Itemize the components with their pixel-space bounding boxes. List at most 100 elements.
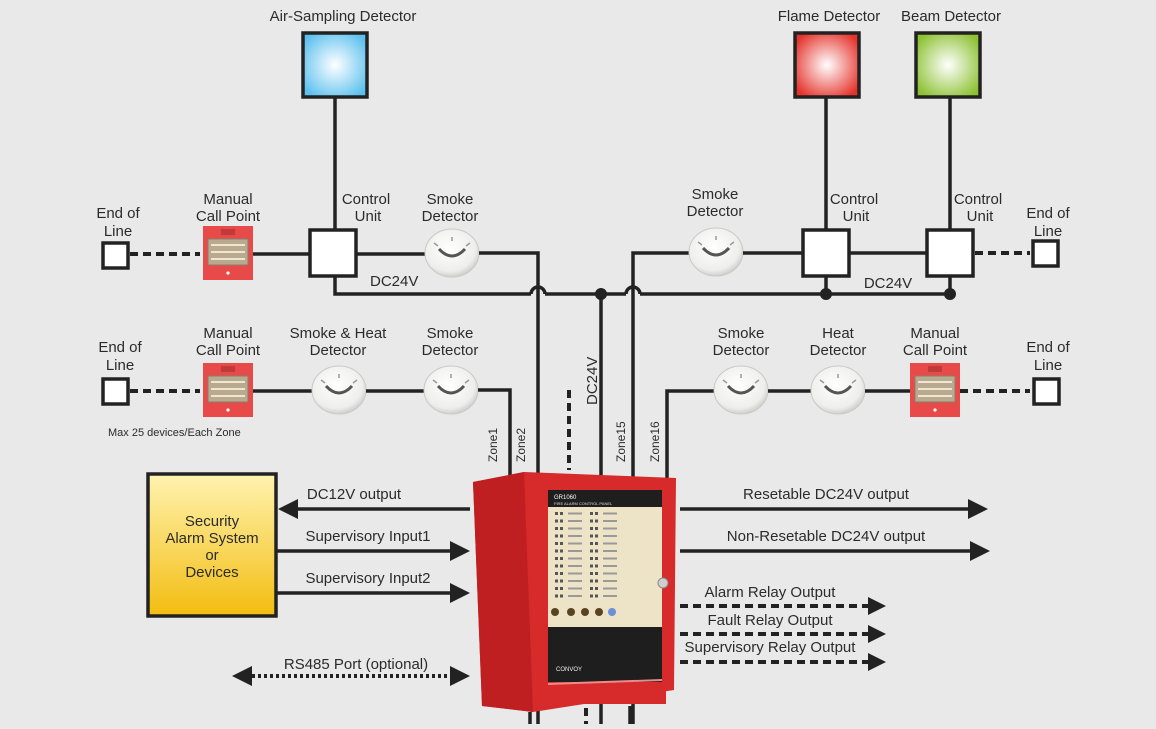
panel-led-caption (568, 535, 582, 537)
control-unit (801, 228, 851, 278)
zone-label: Zone15 (614, 421, 628, 462)
panel-led-caption (568, 587, 582, 590)
panel-led-caption (568, 542, 582, 545)
panel-led (595, 542, 598, 545)
arrowhead-icon (450, 541, 470, 561)
supervisory-relay-output-label: Supervisory Relay Output (685, 639, 857, 656)
manual-call-point-label: Call Point (196, 208, 261, 225)
panel-led-indicators (555, 512, 617, 598)
smoke-detector-icon (422, 364, 480, 416)
panel-led (560, 527, 563, 530)
panel-led (590, 572, 593, 575)
panel-led (560, 579, 563, 583)
panel-led (590, 534, 593, 538)
panel-led (590, 527, 593, 530)
panel-led (590, 549, 593, 553)
panel-led-caption (568, 520, 582, 522)
smoke-heat-detector-icon (310, 364, 368, 416)
control-unit-label: Control (954, 191, 1002, 208)
panel-led (560, 572, 563, 575)
air-sampling-detector-label: Air-Sampling Detector (270, 8, 417, 25)
panel-led-caption (568, 595, 582, 597)
panel-led-caption (603, 535, 617, 537)
end-of-line-terminator (101, 377, 130, 406)
manual-call-point-icon (202, 362, 254, 418)
panel-led-caption (568, 527, 582, 530)
flame-detector-label: Flame Detector (778, 8, 881, 25)
heat-detector-label: Heat (822, 325, 855, 342)
panel-led (555, 564, 558, 568)
panel-led (595, 579, 598, 583)
end-of-line-label: Line (104, 223, 132, 240)
panel-brand: CONVOY (556, 667, 582, 673)
panel-led-caption (603, 565, 617, 567)
heat-detector-icon (809, 364, 867, 416)
panel-led (595, 557, 598, 560)
control-unit-label: Unit (967, 208, 995, 225)
heat-detector-label: Detector (810, 342, 867, 359)
smoke-detector-label: Smoke (427, 325, 474, 342)
control-unit-label: Unit (355, 208, 383, 225)
panel-led (555, 534, 558, 538)
panel-led (560, 587, 563, 590)
panel-led (555, 572, 558, 575)
smoke-detector-label: Detector (422, 342, 479, 359)
panel-led-caption (603, 527, 617, 530)
security-box-text: Alarm System (165, 530, 258, 547)
panel-led (595, 594, 598, 598)
panel-led (590, 564, 593, 568)
panel-led-caption (603, 512, 617, 515)
panel-led (560, 557, 563, 560)
panel-led (595, 534, 598, 538)
panel-subtitle: FIRE ALARM CONTROL PANEL (554, 501, 613, 506)
panel-led-caption (603, 587, 617, 590)
arrowhead-icon (970, 541, 990, 561)
end-of-line-label: End of (1026, 205, 1070, 222)
panel-led (590, 579, 593, 583)
max-devices-note: Max 25 devices/Each Zone (108, 427, 241, 439)
panel-model-label: GR1060 (554, 495, 577, 501)
panel-led (560, 542, 563, 545)
beam-detector-label: Beam Detector (901, 8, 1001, 25)
smoke-detector-label: Detector (713, 342, 770, 359)
smoke-detector-label: Detector (687, 203, 744, 220)
manual-call-point-label: Manual (910, 325, 959, 342)
panel-led-caption (603, 520, 617, 522)
security-box-text: or (205, 547, 218, 564)
arrowhead-icon (278, 499, 298, 519)
control-unit (925, 228, 975, 278)
arrowhead-icon (450, 583, 470, 603)
control-unit-label: Control (342, 191, 390, 208)
zone-label: Zone1 (486, 428, 500, 462)
air-sampling-detector (301, 31, 369, 99)
arrowhead-icon (232, 666, 252, 686)
panel-led-caption (568, 550, 582, 552)
security-box-text: Security (185, 513, 240, 530)
panel-led (560, 519, 563, 523)
alarm-relay-output-label: Alarm Relay Output (705, 584, 837, 601)
panel-led (590, 587, 593, 590)
security-box-text: Devices (185, 564, 238, 581)
manual-call-point-label: Manual (203, 191, 252, 208)
supervisory-input1-label: Supervisory Input1 (305, 528, 430, 545)
panel-led (555, 542, 558, 545)
smoke-detector-icon (712, 364, 770, 416)
end-of-line-terminator (101, 241, 130, 270)
dc12v-output-label: DC12V output (307, 486, 402, 503)
end-of-line-label: End of (96, 205, 140, 222)
panel-led-caption (603, 595, 617, 597)
end-of-line-terminator (1032, 377, 1061, 406)
smoke-detector-icon (687, 226, 745, 278)
panel-led (555, 549, 558, 553)
fire-alarm-control-panel: GR1060 FIRE ALARM CONTROL PANEL CONVOY (473, 472, 676, 712)
zone-label: Zone16 (648, 421, 662, 462)
panel-led (555, 557, 558, 560)
smoke-heat-detector-label: Smoke & Heat (290, 325, 388, 342)
supervisory-input2-label: Supervisory Input2 (305, 570, 430, 587)
smoke-detector-label: Smoke (718, 325, 765, 342)
panel-led-caption (603, 580, 617, 582)
smoke-detector-icon (423, 227, 481, 279)
manual-call-point-label: Call Point (903, 342, 968, 359)
end-of-line-label: End of (1026, 339, 1070, 356)
